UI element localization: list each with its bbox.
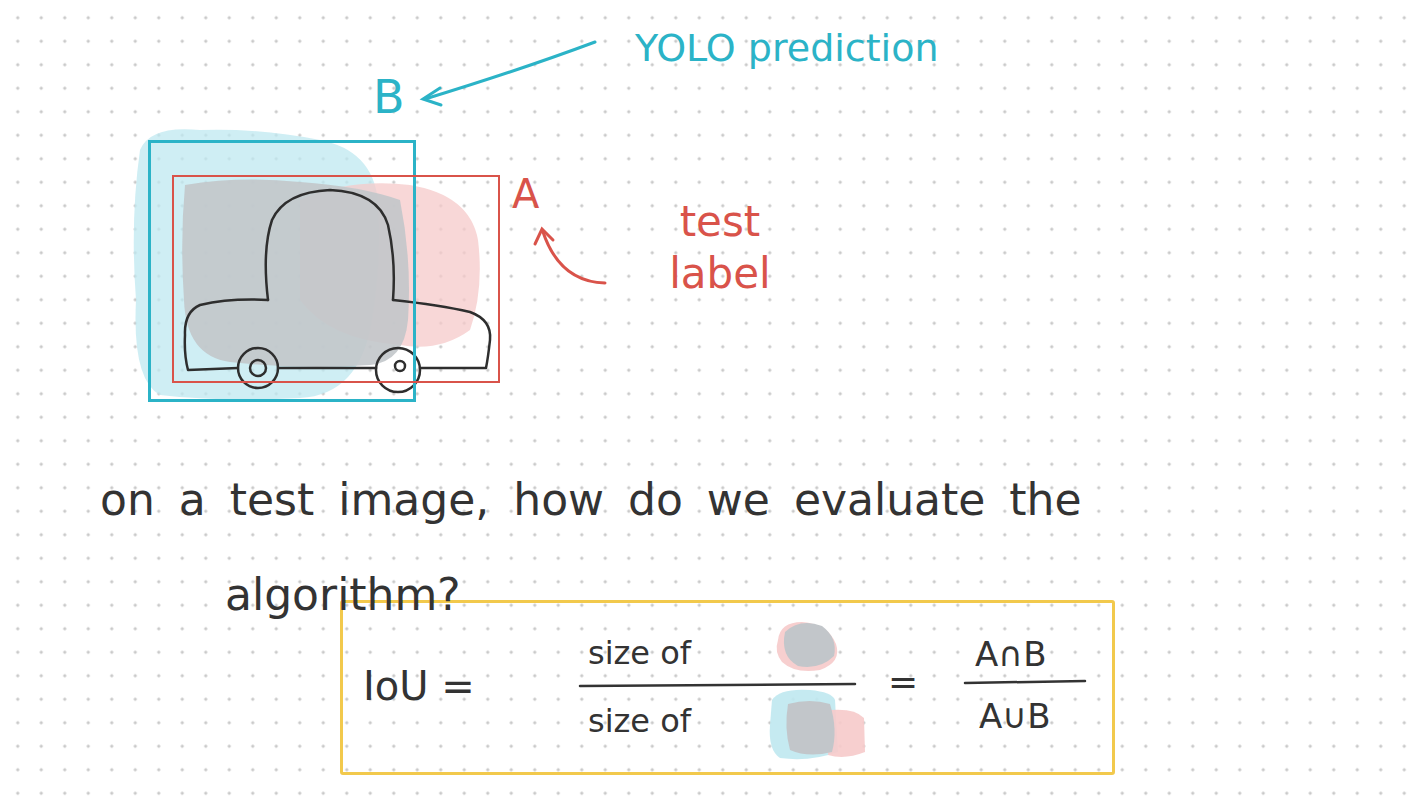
fraction-numerator: size of bbox=[588, 635, 691, 672]
fraction-bar bbox=[580, 684, 855, 686]
question-text: on a test image, how do we evaluate the … bbox=[100, 452, 1145, 642]
formula-box: IoU = size of size of = A∩B A∪B bbox=[340, 600, 1115, 775]
formula-text: IoU = bbox=[363, 663, 475, 709]
union-blob bbox=[777, 622, 838, 671]
intersection-blob bbox=[786, 701, 834, 755]
prediction-leader bbox=[423, 42, 595, 105]
prediction-caption: YOLO prediction bbox=[635, 26, 939, 70]
fraction-denominator: size of bbox=[588, 703, 691, 740]
equals-sign: = bbox=[888, 661, 918, 702]
intersection-blob bbox=[784, 623, 835, 667]
label-box: A bbox=[172, 175, 500, 383]
union-blob bbox=[770, 690, 838, 759]
box-letter: A bbox=[512, 171, 539, 217]
fraction-numerator: A∩B bbox=[975, 635, 1046, 674]
fraction-bar bbox=[965, 681, 1085, 683]
label-caption: test label bbox=[640, 196, 800, 300]
fraction-denominator: A∪B bbox=[979, 697, 1050, 736]
label-leader bbox=[535, 229, 605, 283]
prediction-box: B bbox=[148, 140, 416, 402]
car-drawing bbox=[185, 190, 490, 392]
box-letter: B bbox=[373, 71, 405, 124]
intersection-shade bbox=[182, 180, 409, 367]
